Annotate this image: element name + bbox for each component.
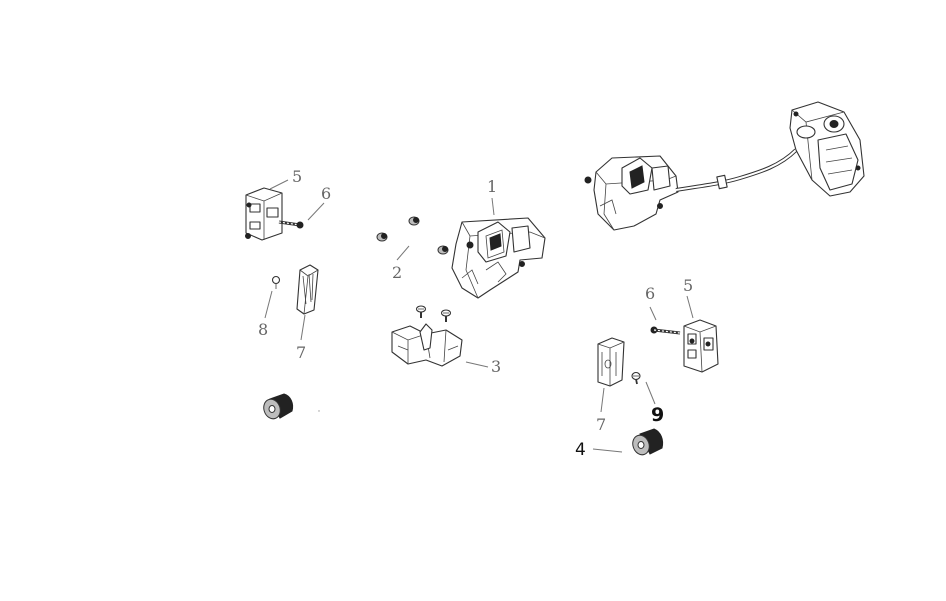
leader-line bbox=[269, 179, 289, 190]
callout-5-right: 5 bbox=[683, 276, 693, 295]
callout-7-right: 7 bbox=[596, 415, 606, 434]
switch-part-right bbox=[683, 319, 719, 373]
callout-4-right: 4 bbox=[575, 440, 586, 460]
leader-line bbox=[491, 197, 495, 216]
switch-part-left bbox=[245, 187, 283, 241]
callout-1: 1 bbox=[487, 177, 497, 196]
leader-line bbox=[645, 381, 656, 405]
latch-actuator-assembly bbox=[584, 101, 865, 231]
screw-part-left bbox=[278, 220, 304, 229]
pad-part-right bbox=[597, 337, 625, 387]
pin-parts bbox=[376, 216, 449, 255]
latch-assembly-main bbox=[451, 217, 546, 299]
callout-3: 3 bbox=[491, 357, 501, 376]
leader-line bbox=[300, 314, 306, 341]
clip-part-right bbox=[631, 371, 641, 385]
callout-8-left: 8 bbox=[258, 320, 268, 339]
bracket-part bbox=[391, 323, 463, 367]
clip-part-left bbox=[271, 275, 281, 289]
callout-6-right: 6 bbox=[645, 284, 655, 303]
callout-9-right: 9 bbox=[651, 404, 664, 426]
callout-2: 2 bbox=[392, 263, 402, 282]
leader-line bbox=[649, 306, 657, 321]
dust-dot bbox=[318, 410, 320, 412]
leader-line bbox=[307, 202, 325, 221]
leader-line bbox=[686, 295, 694, 319]
leader-line bbox=[592, 448, 623, 453]
callout-7-left: 7 bbox=[296, 343, 306, 362]
callout-6-left: 6 bbox=[321, 184, 331, 203]
callout-5-left: 5 bbox=[292, 167, 302, 186]
bumper-part-left bbox=[263, 393, 294, 420]
bracket-screw-parts bbox=[415, 305, 452, 322]
leader-line bbox=[465, 361, 489, 368]
bumper-part-right bbox=[632, 428, 664, 456]
leader-line bbox=[264, 290, 273, 319]
pad-part-left bbox=[296, 264, 319, 315]
screw-part-right bbox=[650, 326, 681, 335]
leader-line bbox=[600, 387, 605, 413]
leader-line bbox=[396, 245, 410, 261]
